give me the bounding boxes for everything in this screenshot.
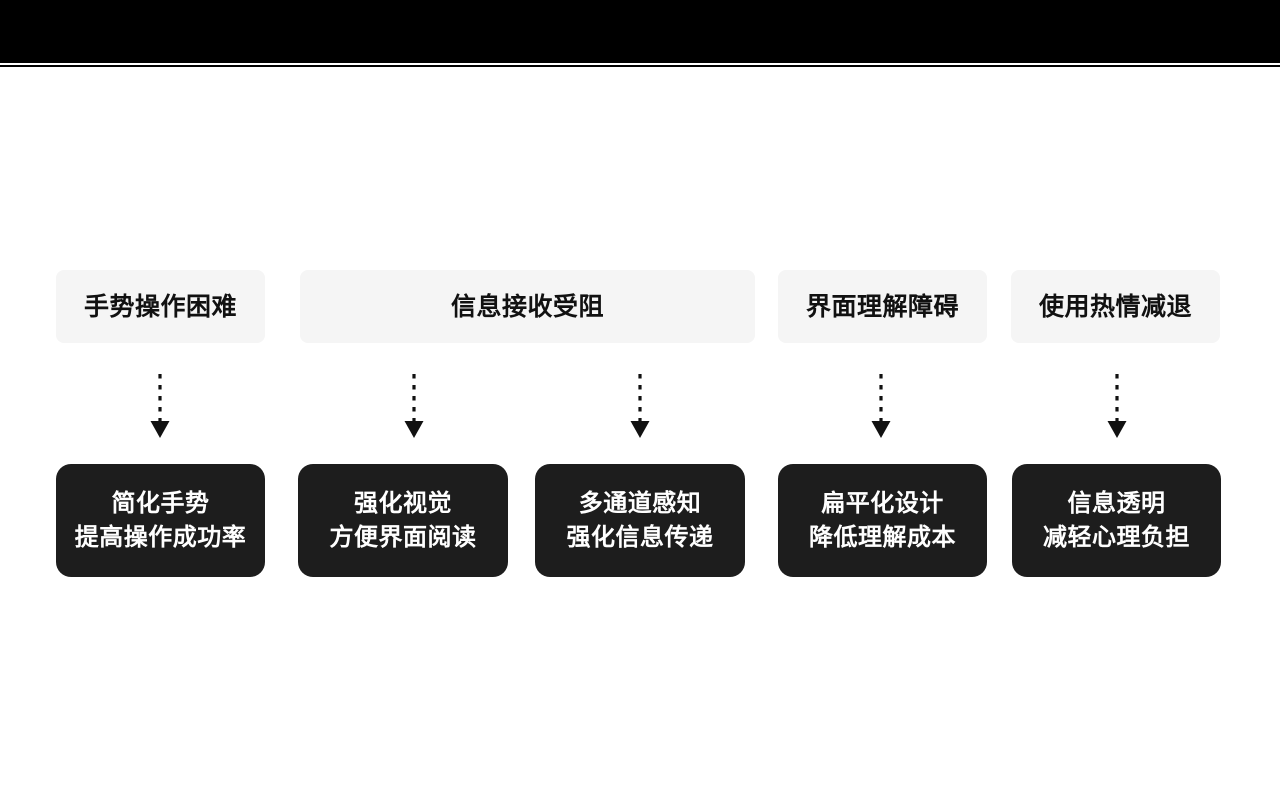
problem-box: 使用热情减退 xyxy=(1011,270,1220,343)
solution-line-1: 扁平化设计 xyxy=(821,490,944,518)
solution-line-2: 方便界面阅读 xyxy=(329,523,477,551)
solution-line-2: 降低理解成本 xyxy=(809,523,956,551)
top-black-band xyxy=(0,0,1280,63)
dashed-down-arrow-icon xyxy=(404,374,424,438)
problem-box: 界面理解障碍 xyxy=(778,270,987,343)
problem-label: 使用热情减退 xyxy=(1038,292,1192,321)
top-band-divider-rule xyxy=(0,65,1280,67)
dashed-down-arrow-icon xyxy=(1107,374,1127,438)
solution-box: 信息透明 减轻心理负担 xyxy=(1012,464,1221,577)
solution-line-1: 多通道感知 xyxy=(578,490,702,518)
solution-line-2: 强化信息传递 xyxy=(566,523,714,551)
solution-line-2: 提高操作成功率 xyxy=(74,523,247,551)
solution-box: 简化手势 提高操作成功率 xyxy=(56,464,265,577)
solution-line-1: 强化视觉 xyxy=(354,490,452,518)
solution-box: 扁平化设计 降低理解成本 xyxy=(778,464,987,577)
problem-label: 手势操作困难 xyxy=(83,292,237,321)
problem-label: 界面理解障碍 xyxy=(805,292,959,321)
dashed-down-arrow-icon xyxy=(150,374,170,438)
solution-box: 多通道感知 强化信息传递 xyxy=(535,464,745,577)
dashed-down-arrow-icon xyxy=(871,374,891,438)
solution-box: 强化视觉 方便界面阅读 xyxy=(298,464,508,577)
solution-line-1: 简化手势 xyxy=(111,490,210,518)
solution-line-1: 信息透明 xyxy=(1067,490,1166,518)
problem-label: 信息接收受阻 xyxy=(450,292,604,321)
solution-line-2: 减轻心理负担 xyxy=(1043,523,1190,551)
problem-box: 信息接收受阻 xyxy=(300,270,755,343)
dashed-down-arrow-icon xyxy=(630,374,650,438)
problem-box: 手势操作困难 xyxy=(56,270,265,343)
